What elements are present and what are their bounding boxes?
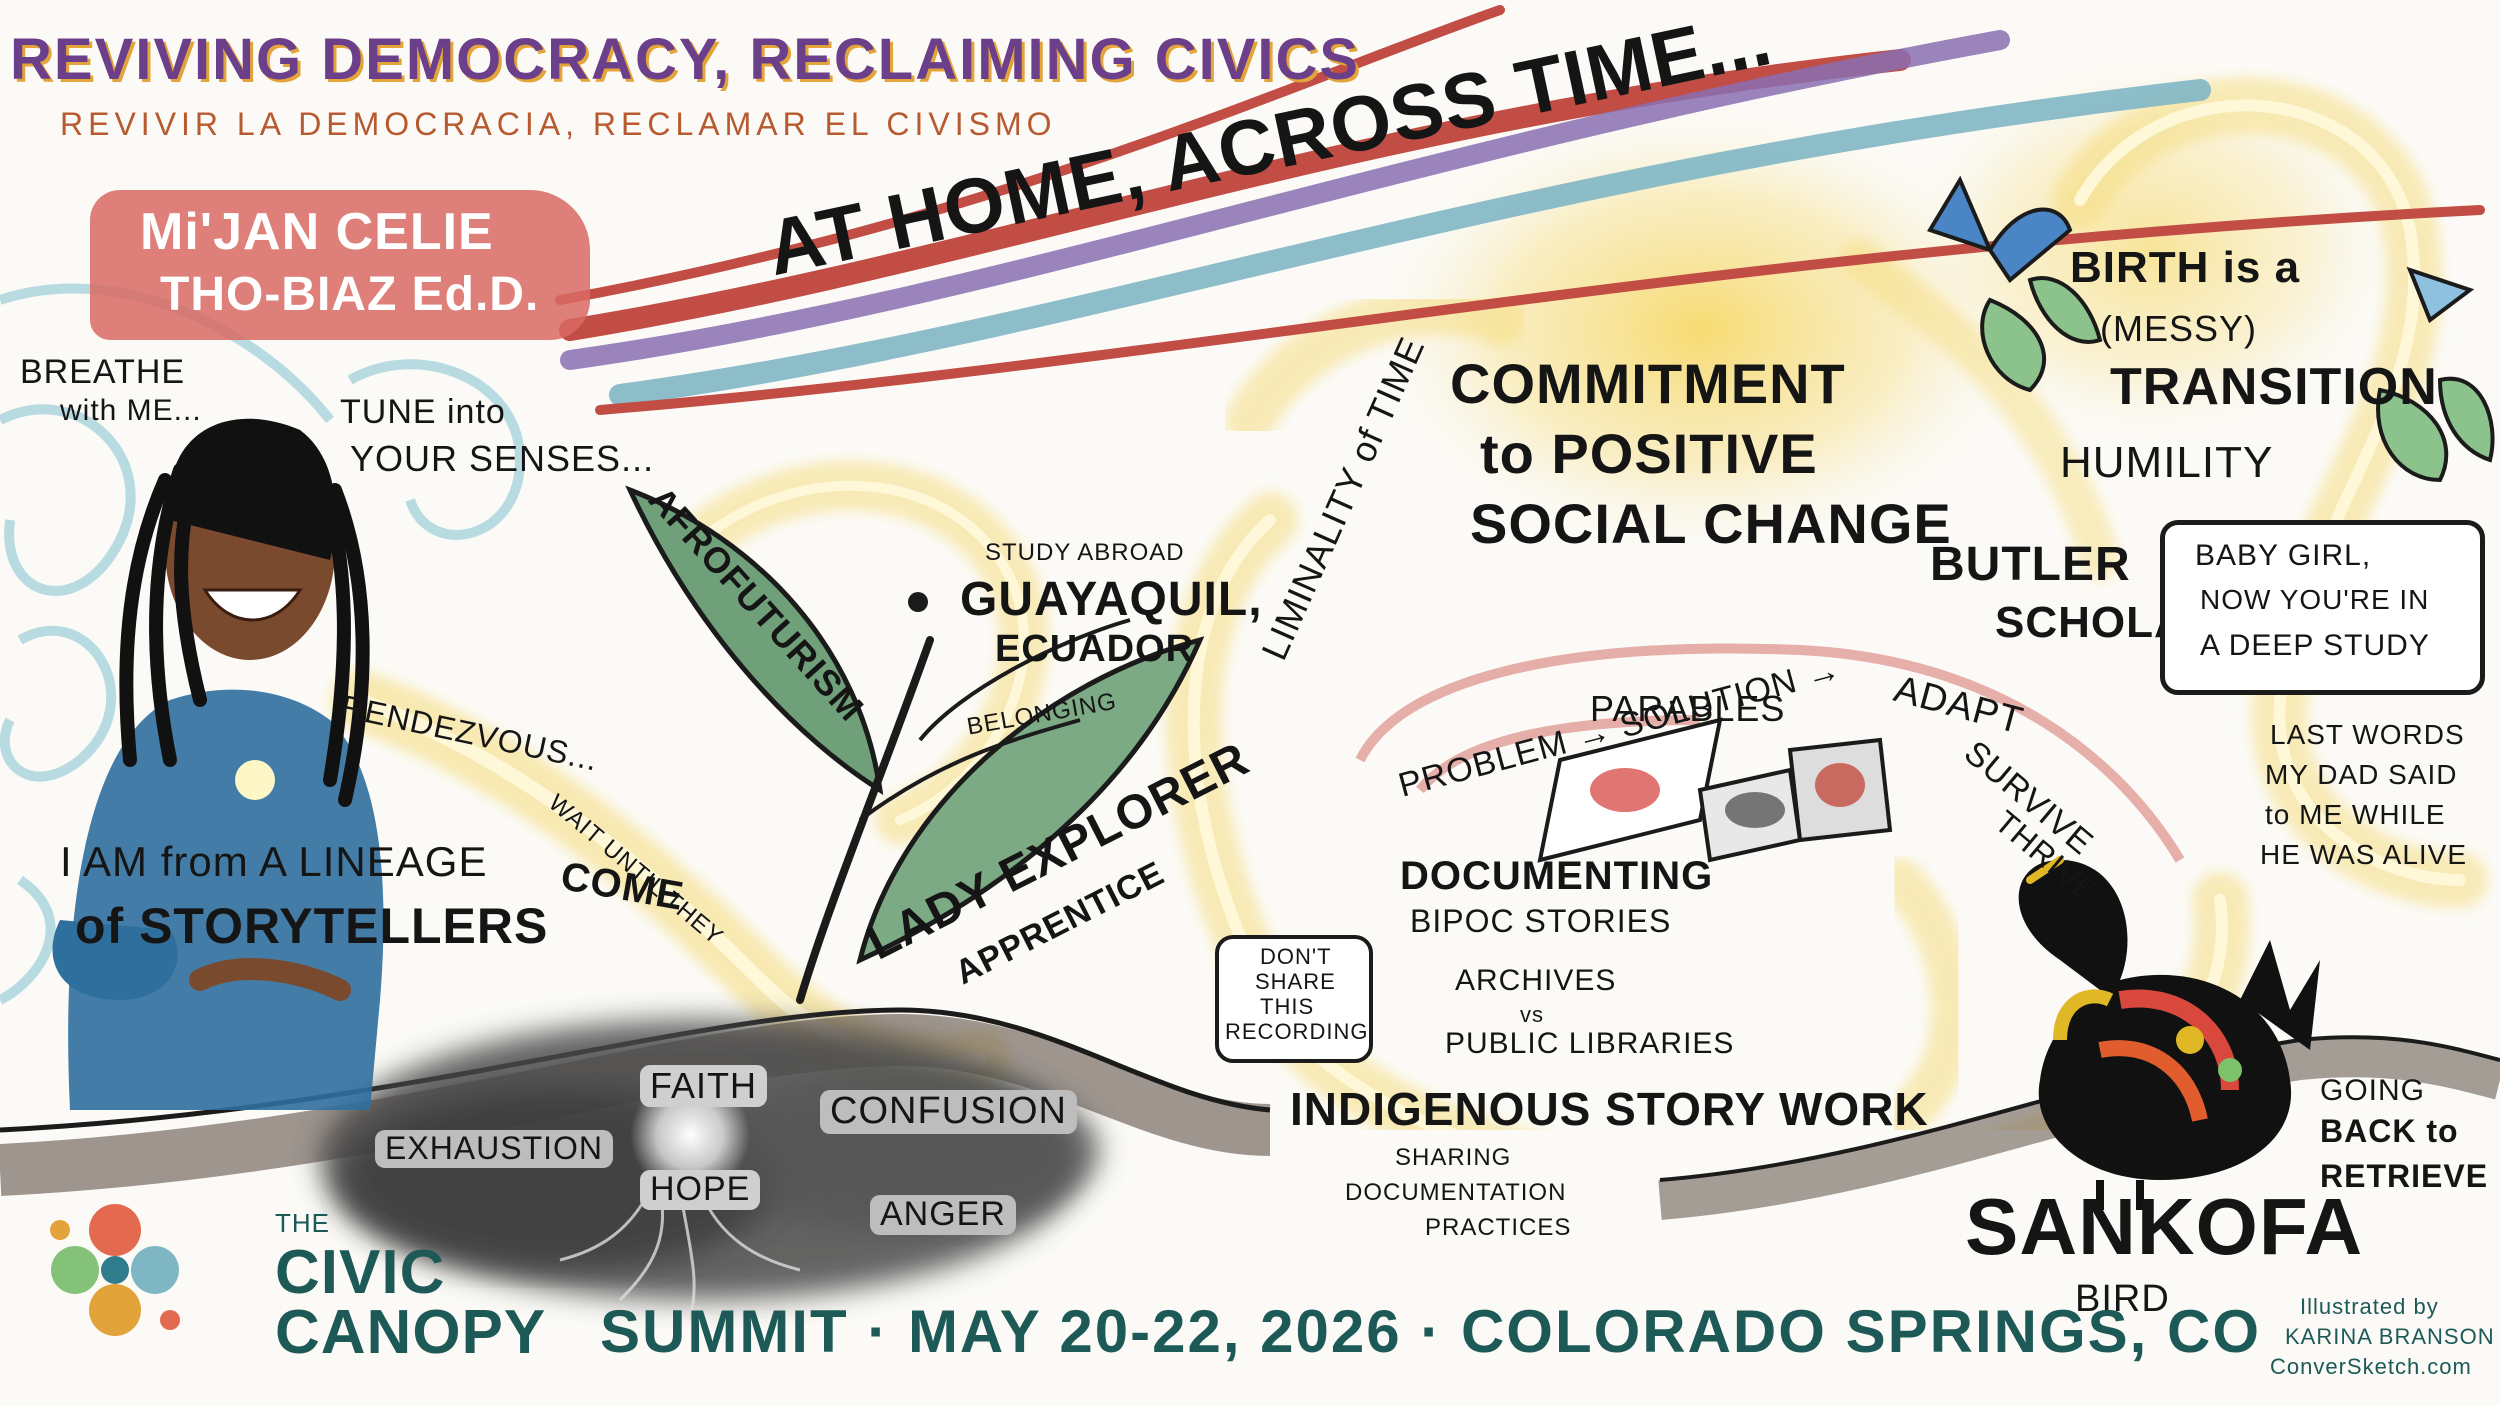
sankofa-text: SANKOFA xyxy=(1965,1182,2364,1271)
logo-canopy: CANOPY xyxy=(275,1298,547,1367)
sharing-line1: SHARING xyxy=(1395,1144,1512,1171)
dont-share-line3: THIS xyxy=(1260,994,1315,1019)
archives-line1: ARCHIVES xyxy=(1455,964,1617,997)
baby-girl-line3: A DEEP STUDY xyxy=(2200,629,2430,662)
last-words-line4: HE WAS ALIVE xyxy=(2260,839,2468,870)
guayaquil-text: GUAYAQUIL, xyxy=(960,573,1263,626)
commitment-line2: to POSITIVE xyxy=(1480,422,1818,485)
archives-line3: PUBLIC LIBRARIES xyxy=(1445,1027,1735,1060)
tune-line1: TUNE into xyxy=(340,393,506,431)
speaker-name-line1: Mi'JAN CELIE xyxy=(140,203,494,261)
logo-civic: CIVIC xyxy=(275,1238,446,1307)
dont-share-line4: RECORDING xyxy=(1225,1019,1369,1044)
dont-share-line2: SHARE xyxy=(1255,969,1336,994)
speaker-name-line2: THO-BIAZ Ed.D. xyxy=(160,268,540,321)
gold-glow-center xyxy=(1360,100,2040,560)
commitment-line1: COMMITMENT xyxy=(1450,352,1846,415)
breathe-line1: BREATHE xyxy=(20,353,186,391)
butterfly-icon xyxy=(1927,175,2495,483)
going-back-line1: GOING xyxy=(2320,1074,2426,1107)
baby-girl-box xyxy=(2160,520,2485,695)
sankofa-bird-icon xyxy=(2018,856,2320,1210)
faith-text: FAITH xyxy=(640,1065,768,1107)
birth-line3: TRANSITION xyxy=(2110,358,2438,416)
butler-line1: BUTLER xyxy=(1930,538,2131,591)
study-abroad-text: STUDY ABROAD xyxy=(985,539,1185,566)
last-words-line2: MY DAD SAID xyxy=(2265,759,2458,790)
documenting-line2: BIPOC STORIES xyxy=(1410,903,1672,939)
lineage-line2: of STORYTELLERS xyxy=(75,898,549,954)
books-icon xyxy=(1537,717,1893,863)
last-words-line3: to ME WHILE xyxy=(2265,799,2446,830)
title-main: REVIVING DEMOCRACY, RECLAIMING CIVICS xyxy=(10,27,1361,92)
tune-line2: YOUR SENSES... xyxy=(350,438,655,479)
exhaustion-text: EXHAUSTION xyxy=(375,1130,614,1168)
sharing-line3: PRACTICES xyxy=(1425,1214,1572,1241)
going-back-line2: BACK to xyxy=(2320,1113,2459,1149)
banner-stripes xyxy=(555,5,2485,415)
archives-line2: vs xyxy=(1520,1002,1544,1027)
woman-storyteller-figure xyxy=(52,418,384,1110)
title-spanish: REVIVIR LA DEMOCRACIA, RECLAMAR EL CIVIS… xyxy=(60,106,1057,142)
going-back-line3: RETRIEVE xyxy=(2320,1158,2489,1194)
red-arcs xyxy=(1355,643,2185,863)
lineage-line1: I AM from A LINEAGE xyxy=(60,838,488,885)
hope-text: HOPE xyxy=(640,1170,761,1210)
documenting-line1: DOCUMENTING xyxy=(1400,854,1714,898)
breathe-line2: with ME... xyxy=(60,394,202,427)
leaves-icon xyxy=(625,485,1205,1004)
logo-the: THE xyxy=(275,1208,330,1238)
humility-text: HUMILITY xyxy=(2060,438,2274,487)
birth-line2: (MESSY) xyxy=(2100,308,2258,349)
civic-canopy-logo xyxy=(50,1204,180,1336)
speaker-badge xyxy=(90,190,590,340)
parables-text: PARABLES xyxy=(1590,688,1786,729)
credit-line2: KARINA BRANSON xyxy=(2285,1324,2495,1349)
indigenous-text: INDIGENOUS STORY WORK xyxy=(1290,1083,1929,1135)
credit-line1: Illustrated by xyxy=(2300,1294,2439,1319)
dont-share-line1: DON'T xyxy=(1260,944,1332,969)
sharing-line2: DOCUMENTATION xyxy=(1345,1179,1567,1206)
dont-share-box xyxy=(1215,935,1373,1063)
baby-girl-line2: NOW YOU'RE IN xyxy=(2200,584,2430,615)
anger-text: ANGER xyxy=(870,1195,1016,1235)
ecuador-text: ECUADOR xyxy=(995,628,1195,670)
birth-line1: BIRTH is a xyxy=(2070,243,2301,292)
footer-text: SUMMIT · MAY 20-22, 2026 · COLORADO SPRI… xyxy=(600,1298,2262,1365)
commitment-line3: SOCIAL CHANGE xyxy=(1470,492,1952,555)
credit-line3: ConverSketch.com xyxy=(2270,1354,2472,1379)
baby-girl-line1: BABY GIRL, xyxy=(2195,539,2372,572)
sankofa-bird-text: BIRD xyxy=(2075,1278,2170,1320)
last-words-line1: LAST WORDS xyxy=(2270,719,2465,750)
confusion-text: CONFUSION xyxy=(820,1090,1077,1134)
